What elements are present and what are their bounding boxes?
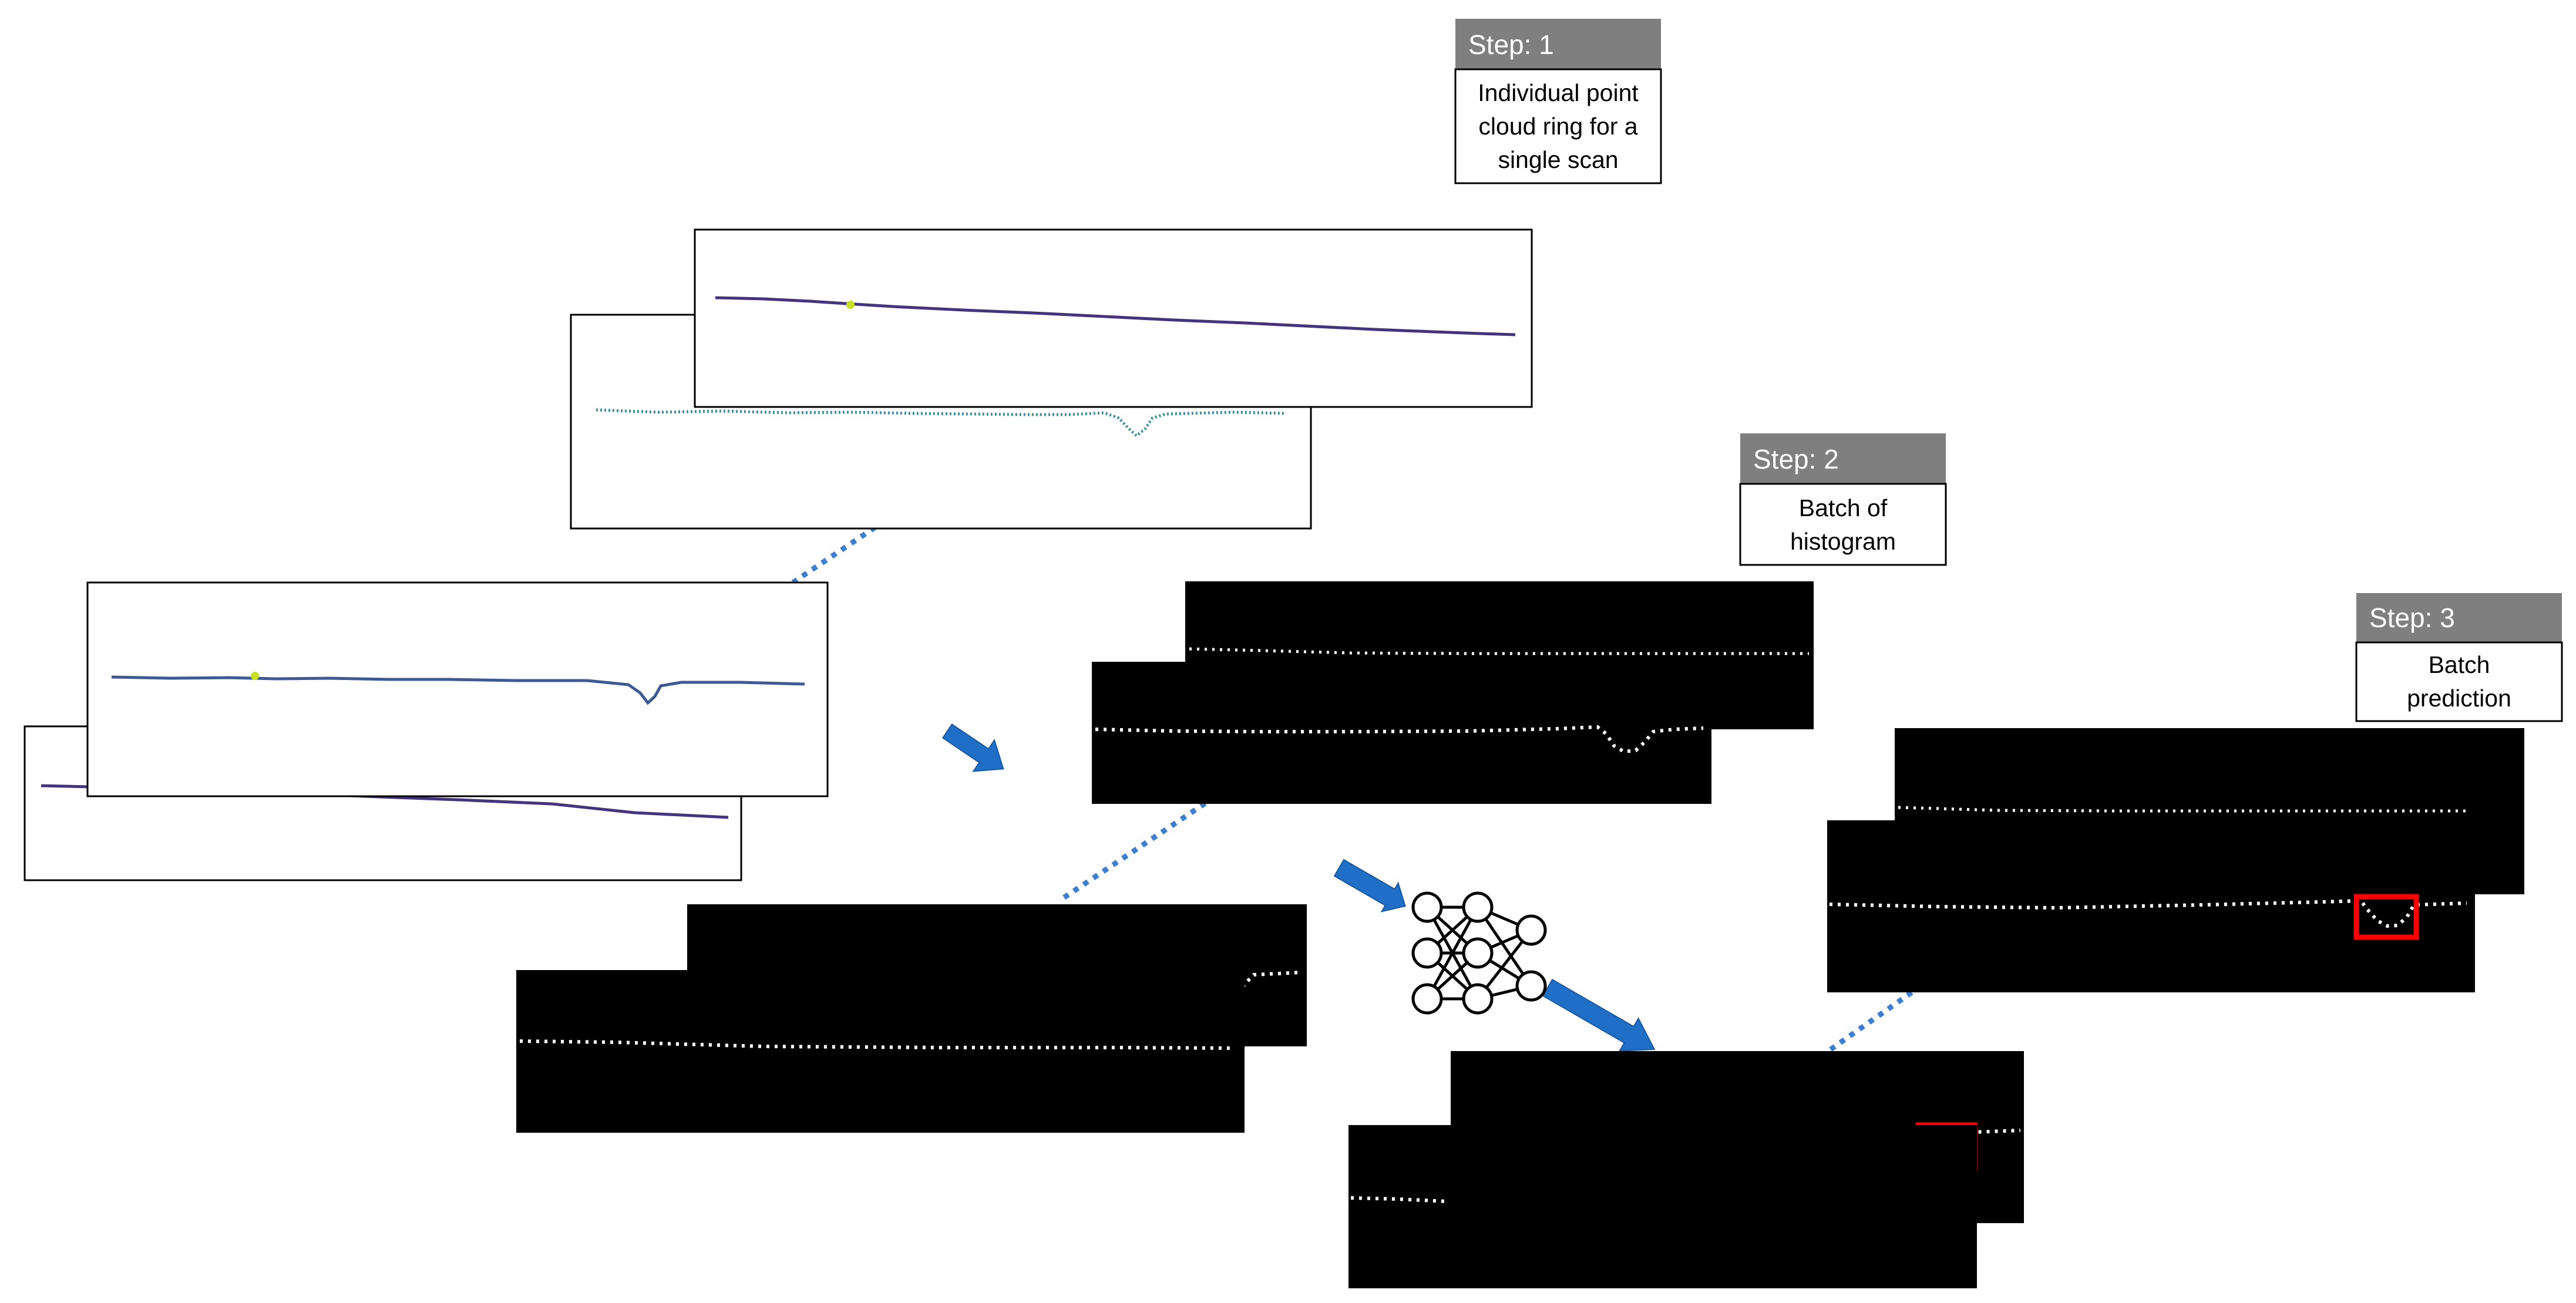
- step-3-desc-line-1: Batch: [2429, 651, 2490, 678]
- step-3-desc-line-2: prediction: [2407, 685, 2511, 712]
- scan-stack-top: [570, 228, 1533, 530]
- histogram-front: [516, 970, 1245, 1133]
- step-3-header: Step: 3: [2369, 602, 2455, 633]
- block-arrow-icon: [941, 723, 1004, 772]
- connector-line-2: [1058, 801, 1207, 903]
- histogram-trace: [1898, 806, 2467, 813]
- scan-plot-front-2: [86, 581, 829, 797]
- connector-line-1: [791, 525, 877, 585]
- scan-trace: [715, 296, 1516, 336]
- block-arrow-shape: [941, 723, 1004, 772]
- connector-line-3: [1825, 990, 1913, 1055]
- step-2-desc-line-2: histogram: [1790, 528, 1896, 555]
- step-1-header: Step: 1: [1468, 29, 1554, 60]
- scan-highlight-point: [251, 672, 259, 680]
- scan-highlight-point: [846, 301, 855, 309]
- block-arrow-shape: [1333, 858, 1406, 913]
- block-arrow-icon: [1542, 978, 1656, 1052]
- scan-trace: [111, 675, 805, 705]
- step-3-header-box: [2356, 593, 2562, 642]
- step-2-header-box: [1740, 433, 1946, 484]
- scan-stack-bottom: [23, 581, 829, 881]
- block-arrow-shape: [1542, 978, 1656, 1052]
- step-1-desc-line-2: cloud ring for a: [1478, 113, 1637, 140]
- connectors: [791, 525, 1913, 1055]
- step-3-label: Step: 3 Batch prediction: [2355, 593, 2563, 722]
- nn-node: [1411, 983, 1443, 1015]
- step-1-header-box: [1455, 19, 1661, 69]
- prediction-stack-right: [1827, 728, 2524, 992]
- nn-node: [1462, 891, 1494, 923]
- step-1-label: Step: 1 Individual point cloud ring for …: [1454, 19, 1662, 184]
- prediction-stack-bottom: [1348, 1051, 2024, 1288]
- step-3-desc-box: [2355, 641, 2563, 722]
- nn-edge: [1425, 906, 1479, 1000]
- step-1-desc-line-1: Individual point: [1478, 79, 1639, 106]
- nn-node: [1411, 937, 1443, 969]
- nn-node: [1515, 970, 1547, 1002]
- nn-node: [1462, 937, 1494, 969]
- histogram-stack-step2: [1092, 581, 1814, 804]
- step-1-desc-box: [1454, 68, 1662, 184]
- step-2-header: Step: 2: [1753, 444, 1839, 474]
- prediction-highlight-box: [2353, 894, 2419, 940]
- nn-node: [1515, 914, 1547, 946]
- nn-node: [1462, 983, 1494, 1015]
- nn-node: [1411, 891, 1443, 923]
- histogram-stack-left: [516, 904, 1307, 1133]
- step-2-label: Step: 2 Batch of histogram: [1739, 433, 1947, 566]
- prediction-front: [1348, 1125, 1977, 1288]
- scan-trace: [596, 408, 1287, 438]
- nn-edge: [1476, 906, 1533, 987]
- step-2-desc-box: [1739, 483, 1947, 566]
- block-arrow-icon: [1333, 858, 1406, 913]
- neural-network-icon: [1411, 891, 1547, 1015]
- step-2-desc-line-1: Batch of: [1799, 494, 1888, 521]
- step-1-desc-line-3: single scan: [1498, 146, 1618, 173]
